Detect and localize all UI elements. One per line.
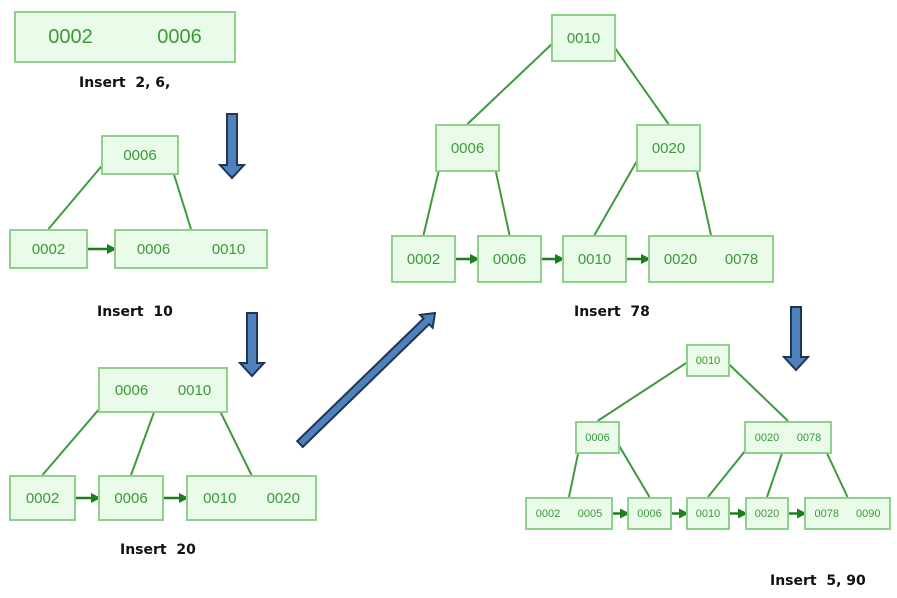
tree-node-leaf: 0006 <box>477 235 542 283</box>
tree-node-leaf: 0010 0020 <box>186 475 317 521</box>
tree-node-leaf: 0010 <box>562 235 627 283</box>
node-key: 0006 <box>585 431 610 444</box>
node-key: 0010 <box>211 240 246 258</box>
tree-node-root: 0006 <box>101 135 179 175</box>
node-key: 0078 <box>796 431 822 444</box>
node-key: 0006 <box>157 25 202 48</box>
step-arrow-down-icon <box>781 306 811 372</box>
step-arrow-up-right-icon <box>295 311 437 449</box>
tree-node-leaf: 0078 0090 <box>804 497 891 530</box>
node-key: 0006 <box>114 489 148 507</box>
node-key: 0010 <box>695 507 721 520</box>
node-key: 0020 <box>651 139 686 157</box>
step-arrow-down-icon <box>217 113 247 180</box>
node-key: 0002 <box>406 250 441 268</box>
tree-edge <box>596 358 694 422</box>
node-key: 0010 <box>203 489 237 507</box>
caption-step-3: Insert 20 <box>120 542 196 558</box>
node-key: 0010 <box>566 29 601 47</box>
tree-node-leaf: 0006 <box>98 475 164 521</box>
node-key: 0006 <box>123 146 157 164</box>
tree-node-leaf: 0006 0010 <box>114 229 268 269</box>
tree-edge <box>466 34 562 125</box>
tree-node-internal: 0006 <box>575 421 620 454</box>
node-key: 0002 <box>48 25 93 48</box>
node-key: 0010 <box>577 250 612 268</box>
tree-node-root-leaf: 0002 0006 <box>14 11 236 63</box>
tree-node-leaf: 0010 <box>686 497 730 530</box>
node-key: 0010 <box>695 354 721 367</box>
node-key: 0002 <box>535 507 561 520</box>
node-key: 0002 <box>25 489 60 507</box>
tree-node-internal: 0020 <box>636 124 701 172</box>
caption-step-2: Insert 10 <box>97 304 173 320</box>
node-key: 0020 <box>266 489 300 507</box>
node-key: 0006 <box>637 507 662 520</box>
node-key: 0010 <box>177 381 212 399</box>
node-key: 0020 <box>663 250 698 268</box>
node-key: 0020 <box>754 431 780 444</box>
node-key: 0002 <box>31 240 66 258</box>
node-key: 0006 <box>136 240 171 258</box>
tree-node-leaf: 0002 <box>9 475 76 521</box>
tree-node-leaf: 0020 0078 <box>648 235 774 283</box>
tree-node-root: 0010 <box>686 344 730 377</box>
tree-node-internal: 0006 <box>435 124 500 172</box>
node-key: 0078 <box>724 250 759 268</box>
tree-node-leaf: 0002 <box>9 229 88 269</box>
tree-edge <box>605 35 670 125</box>
caption-step-1: Insert 2, 6, <box>79 75 171 91</box>
node-key: 0020 <box>754 507 780 520</box>
caption-step-5: Insert 5, 90 <box>770 573 866 589</box>
tree-node-leaf: 0006 <box>627 497 672 530</box>
node-key: 0006 <box>450 139 485 157</box>
caption-step-4: Insert 78 <box>574 304 650 320</box>
node-key: 0006 <box>492 250 527 268</box>
tree-node-internal: 0020 0078 <box>744 421 832 454</box>
node-key: 0078 <box>814 507 839 520</box>
node-key: 0005 <box>577 507 603 520</box>
node-key: 0006 <box>114 381 149 399</box>
node-key: 0090 <box>856 507 881 520</box>
tree-node-leaf: 0002 <box>391 235 456 283</box>
tree-node-root: 0010 <box>551 14 616 62</box>
tree-edge <box>722 358 789 422</box>
tree-node-root: 0006 0010 <box>98 367 228 413</box>
step-arrow-down-icon <box>237 312 267 378</box>
tree-node-leaf: 0020 <box>745 497 789 530</box>
tree-node-leaf: 0002 0005 <box>525 497 613 530</box>
